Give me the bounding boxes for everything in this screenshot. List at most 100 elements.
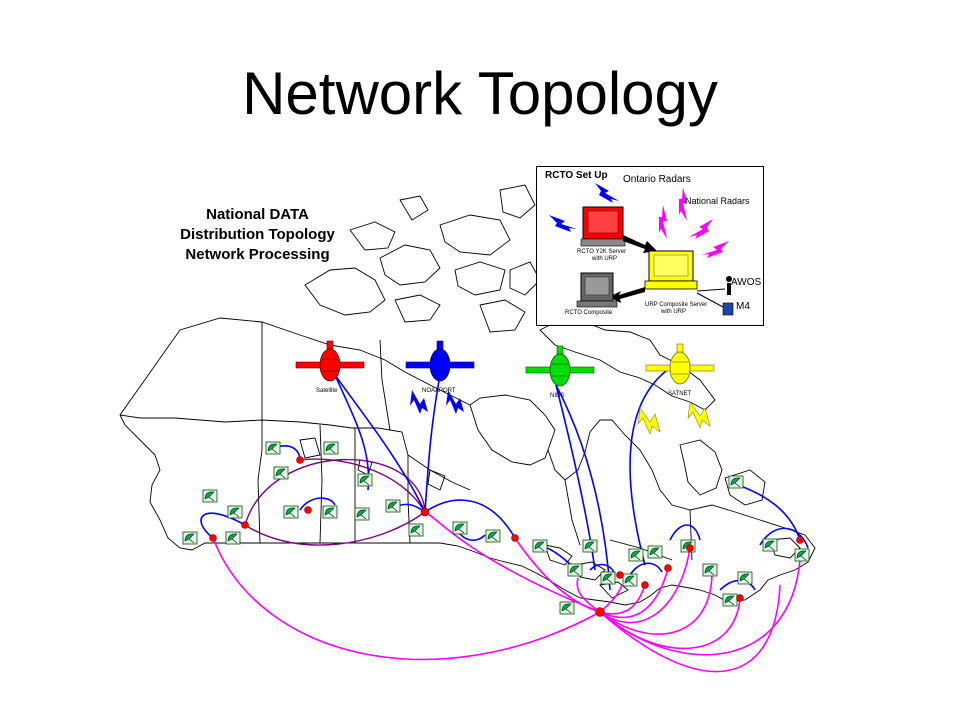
province-boundary [407, 454, 471, 491]
link [629, 367, 671, 566]
node [736, 594, 744, 602]
composite-label: RCTO Composite [565, 310, 613, 316]
node [595, 607, 605, 617]
link [299, 497, 336, 511]
ground-stations [182, 441, 810, 615]
dish-icon [202, 489, 218, 503]
rcto-composite-icon [576, 272, 618, 308]
lightning-icon [446, 390, 464, 414]
link [424, 374, 441, 513]
lightning-icon [595, 183, 619, 203]
dish-icon [283, 505, 299, 519]
heading-line: National DATA [206, 206, 309, 223]
lightning-bolts [410, 390, 464, 414]
satellite-label: NOAAPORT [422, 388, 456, 394]
arctic-island [349, 221, 396, 251]
link [244, 458, 426, 526]
awos-label: AWOS [731, 277, 762, 288]
inset-title: RCTO Set Up [545, 170, 608, 181]
dish-icon [182, 531, 198, 545]
node [616, 571, 624, 579]
newfoundland [724, 469, 766, 506]
dish-icon [794, 548, 810, 562]
satellite-label: SATNET [668, 391, 692, 397]
dish-icon [567, 563, 583, 577]
rcto-setup-graphic [549, 183, 734, 316]
link [200, 512, 246, 539]
lightning-icon [679, 187, 687, 221]
great-lake [544, 544, 573, 566]
composite-server-label: URP Composite Server [645, 302, 708, 308]
awos-icon [696, 276, 732, 295]
node [796, 536, 804, 544]
arctic-island [509, 261, 541, 296]
link [629, 562, 663, 576]
lightning-icon [637, 407, 661, 435]
link [599, 597, 741, 650]
province-boundary [379, 339, 391, 431]
server-label: RCTO Y2K Server [577, 249, 627, 255]
province-boundary [564, 479, 581, 546]
blue-links [200, 367, 809, 591]
rcto-server-icon [580, 206, 626, 247]
magenta-links [212, 511, 801, 673]
dish-icon [628, 548, 644, 562]
node [641, 581, 649, 589]
dish-icon [728, 475, 744, 489]
dish-icon [722, 593, 738, 607]
dish-icon [622, 573, 638, 587]
node [304, 506, 312, 514]
node [664, 564, 672, 572]
national-radars-label: National Radars [685, 196, 750, 206]
mainland-outline [119, 317, 816, 606]
link [737, 484, 801, 541]
arctic-island [304, 267, 386, 316]
lightning-icon [410, 390, 428, 414]
arctic-island [499, 184, 536, 219]
link [514, 537, 601, 613]
dish-icon [762, 538, 778, 552]
province-boundary [199, 419, 411, 544]
lightning-icon [701, 241, 729, 258]
node [209, 534, 217, 542]
link [424, 499, 516, 539]
satellite-label: Satellite [316, 388, 338, 394]
lake [299, 437, 321, 459]
dish-icon [737, 571, 753, 585]
dish-icon [323, 441, 339, 455]
dish-icon [354, 507, 370, 521]
province-boundary [319, 424, 323, 544]
satellite-red: Satellite [295, 340, 365, 394]
link [599, 584, 646, 615]
dish-icon [452, 521, 468, 535]
baffin-island [539, 319, 716, 411]
composite-server-label: with URP [661, 309, 687, 315]
arctic-island [479, 299, 526, 333]
network-nodes [209, 456, 804, 617]
arrow-icon [623, 235, 657, 253]
arctic-island [379, 244, 441, 286]
arctic-island [394, 294, 441, 323]
map-outline [119, 184, 816, 606]
link [599, 559, 801, 656]
lightning-icon [659, 205, 667, 239]
ontario-radars-label: Ontario Radars [623, 174, 691, 185]
heading-line: Network Processing [185, 246, 330, 263]
arrow-icon [609, 287, 645, 303]
dish-icon [273, 466, 289, 480]
lightning-bolts-yellow [637, 401, 711, 435]
node [511, 534, 519, 542]
dish-icon [408, 523, 424, 537]
server-label: with URP [592, 256, 618, 262]
lightning-icon [549, 215, 577, 232]
link [599, 584, 781, 673]
province-boundary [119, 414, 201, 421]
dish-icon [357, 473, 373, 487]
hudson-bay [469, 404, 549, 466]
link [212, 537, 601, 661]
lake [427, 469, 446, 491]
satellite-yellow: SATNET [645, 343, 715, 397]
link [599, 547, 691, 624]
node [686, 544, 694, 552]
